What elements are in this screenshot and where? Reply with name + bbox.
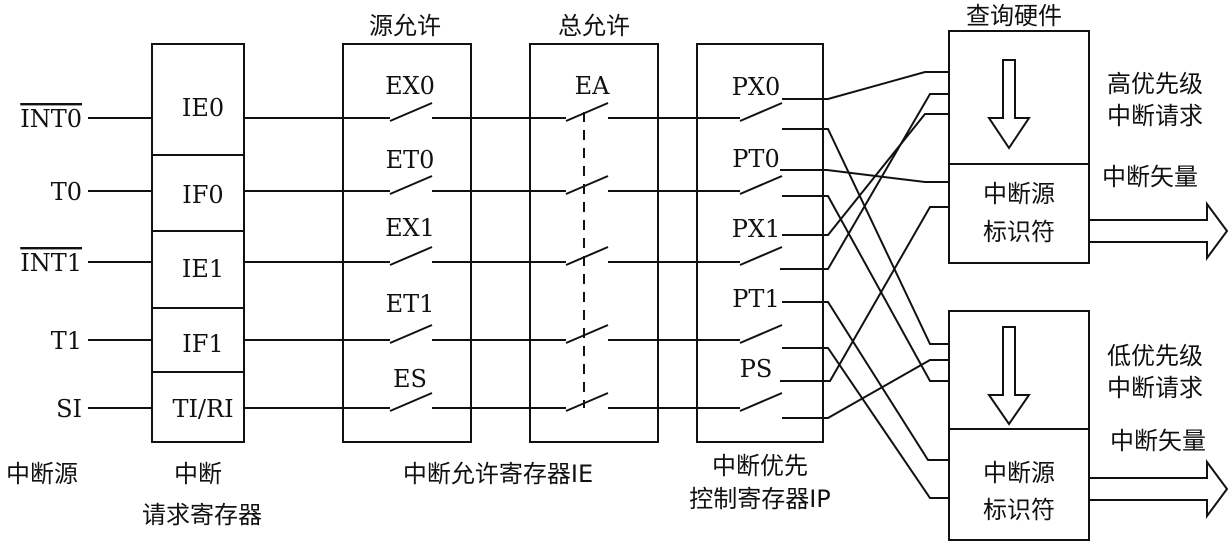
flag-label-2: IE1 (182, 255, 224, 283)
priority-switch-4 (739, 392, 783, 412)
label-low-request-line2: 中断请求 (1107, 374, 1203, 402)
label-request-register-line2: 请求寄存器 (142, 501, 262, 529)
header-global-enable: 总允许 (558, 12, 630, 40)
global-enable-box (529, 43, 659, 443)
source-label-4: SI (56, 395, 82, 423)
enable-label-1: ET0 (386, 146, 435, 174)
label-ip-register-line1: 中断优先 (712, 452, 808, 480)
enable-switch-1 (389, 175, 433, 195)
priority-label-2: PX1 (732, 215, 781, 243)
label-ip-register-line2: 控制寄存器IP (689, 485, 831, 513)
source-label-3: T1 (51, 327, 82, 355)
priority-label-0: PX0 (732, 73, 781, 101)
label-high-request-line2: 中断请求 (1107, 102, 1203, 130)
ea-switch-0 (565, 102, 609, 122)
label-request-register-line1: 中断 (174, 460, 222, 488)
source-label-0: INT0 (20, 105, 82, 133)
global-enable-label: EA (575, 72, 611, 100)
down-arrow-high-icon (987, 59, 1031, 150)
enable-label-2: EX1 (385, 214, 435, 242)
ea-switch-3 (565, 324, 609, 344)
flag-label-1: IF0 (182, 181, 223, 209)
enable-label-3: ET1 (386, 290, 435, 318)
label-high-request-line1: 高优先级 (1107, 70, 1203, 98)
enable-label-4: ES (393, 365, 427, 393)
priority-label-4: PS (740, 355, 773, 383)
flag-label-3: IF1 (182, 330, 223, 358)
label-low-request-line1: 低优先级 (1107, 342, 1203, 370)
ea-switch-4 (565, 392, 609, 412)
source-label-1: T0 (51, 178, 82, 206)
enable-switch-2 (389, 246, 433, 266)
source-label-2: INT1 (20, 249, 82, 277)
priority-register (696, 43, 824, 443)
flag-label-0: IE0 (182, 94, 224, 122)
label-source-id-high-line1: 中断源 (983, 180, 1055, 208)
priority-routing-wires (780, 71, 949, 499)
label-vector-high: 中断矢量 (1102, 163, 1198, 191)
enable-switch-3 (389, 324, 433, 344)
label-source-id-low-line2: 标识符 (983, 496, 1055, 524)
vector-output-arrow-low-icon (1088, 458, 1229, 520)
priority-label-3: PT1 (732, 285, 779, 313)
label-source-id-low-line1: 中断源 (983, 459, 1055, 487)
label-ie-register: 中断允许寄存器IE (403, 460, 593, 488)
enable-switch-4 (389, 392, 433, 412)
flag-label-4: TI/RI (172, 395, 233, 423)
priority-label-1: PT0 (732, 145, 779, 173)
enable-switch-0 (389, 102, 433, 122)
down-arrow-low-icon (987, 326, 1031, 426)
ea-switch-1 (565, 175, 609, 195)
header-source-enable: 源允许 (369, 12, 441, 40)
enable-label-0: EX0 (385, 72, 435, 100)
priority-switch-3 (739, 324, 783, 344)
header-query-hardware: 查询硬件 (966, 2, 1062, 30)
priority-switch-0 (739, 102, 783, 122)
request-register (151, 43, 245, 443)
query-hardware-low (948, 310, 1090, 541)
vector-output-arrow-high-icon (1088, 200, 1229, 262)
label-source-column: 中断源 (6, 460, 78, 488)
label-source-id-high-line2: 标识符 (983, 218, 1055, 246)
label-vector-low: 中断矢量 (1110, 427, 1206, 455)
source-enable-box (342, 43, 472, 443)
priority-switch-2 (739, 246, 783, 266)
ea-switch-2 (565, 246, 609, 266)
query-hardware-high (948, 30, 1090, 264)
priority-switch-1 (739, 175, 783, 195)
